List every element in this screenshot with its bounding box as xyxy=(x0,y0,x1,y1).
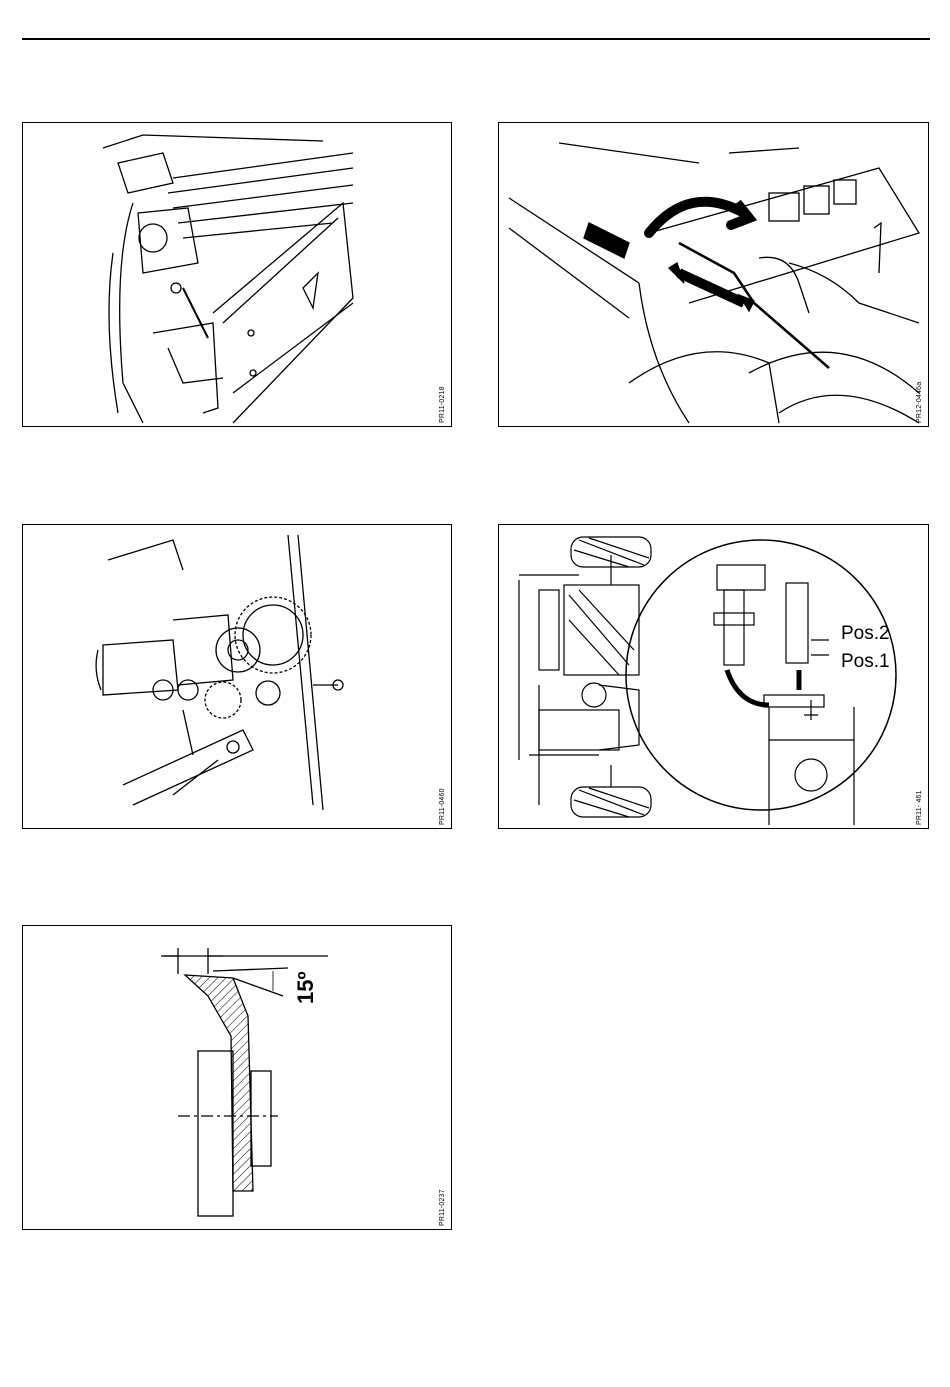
figure-5-drawing xyxy=(23,926,452,1230)
figure-gearbox-shaft: PR11-0460 xyxy=(22,524,452,829)
figure-lever-operation: PR12-0446a xyxy=(498,122,929,427)
figure-baler-side-lever: PR11-0218 xyxy=(22,122,452,427)
position-2-label: Pos.2 xyxy=(841,623,890,645)
figure-4-drawing xyxy=(499,525,929,829)
figure-pto-positions: Pos.2 Pos.1 PR11- 461 xyxy=(498,524,929,829)
figure-code: PR11-0237 xyxy=(439,1189,446,1226)
position-1-label: Pos.1 xyxy=(841,651,890,673)
figure-1-drawing xyxy=(23,123,452,427)
angle-label: 15º xyxy=(293,971,319,1004)
header-rule xyxy=(22,38,930,40)
figure-3-drawing xyxy=(23,525,452,829)
figure-2-drawing xyxy=(499,123,929,427)
figure-code: PR11-0218 xyxy=(439,386,446,423)
figure-code: PR12-0446a xyxy=(916,382,923,423)
figure-code: PR11-0460 xyxy=(439,788,446,825)
figure-code: PR11- 461 xyxy=(916,790,923,825)
figure-knife-angle: 15º PR11-0237 xyxy=(22,925,452,1230)
